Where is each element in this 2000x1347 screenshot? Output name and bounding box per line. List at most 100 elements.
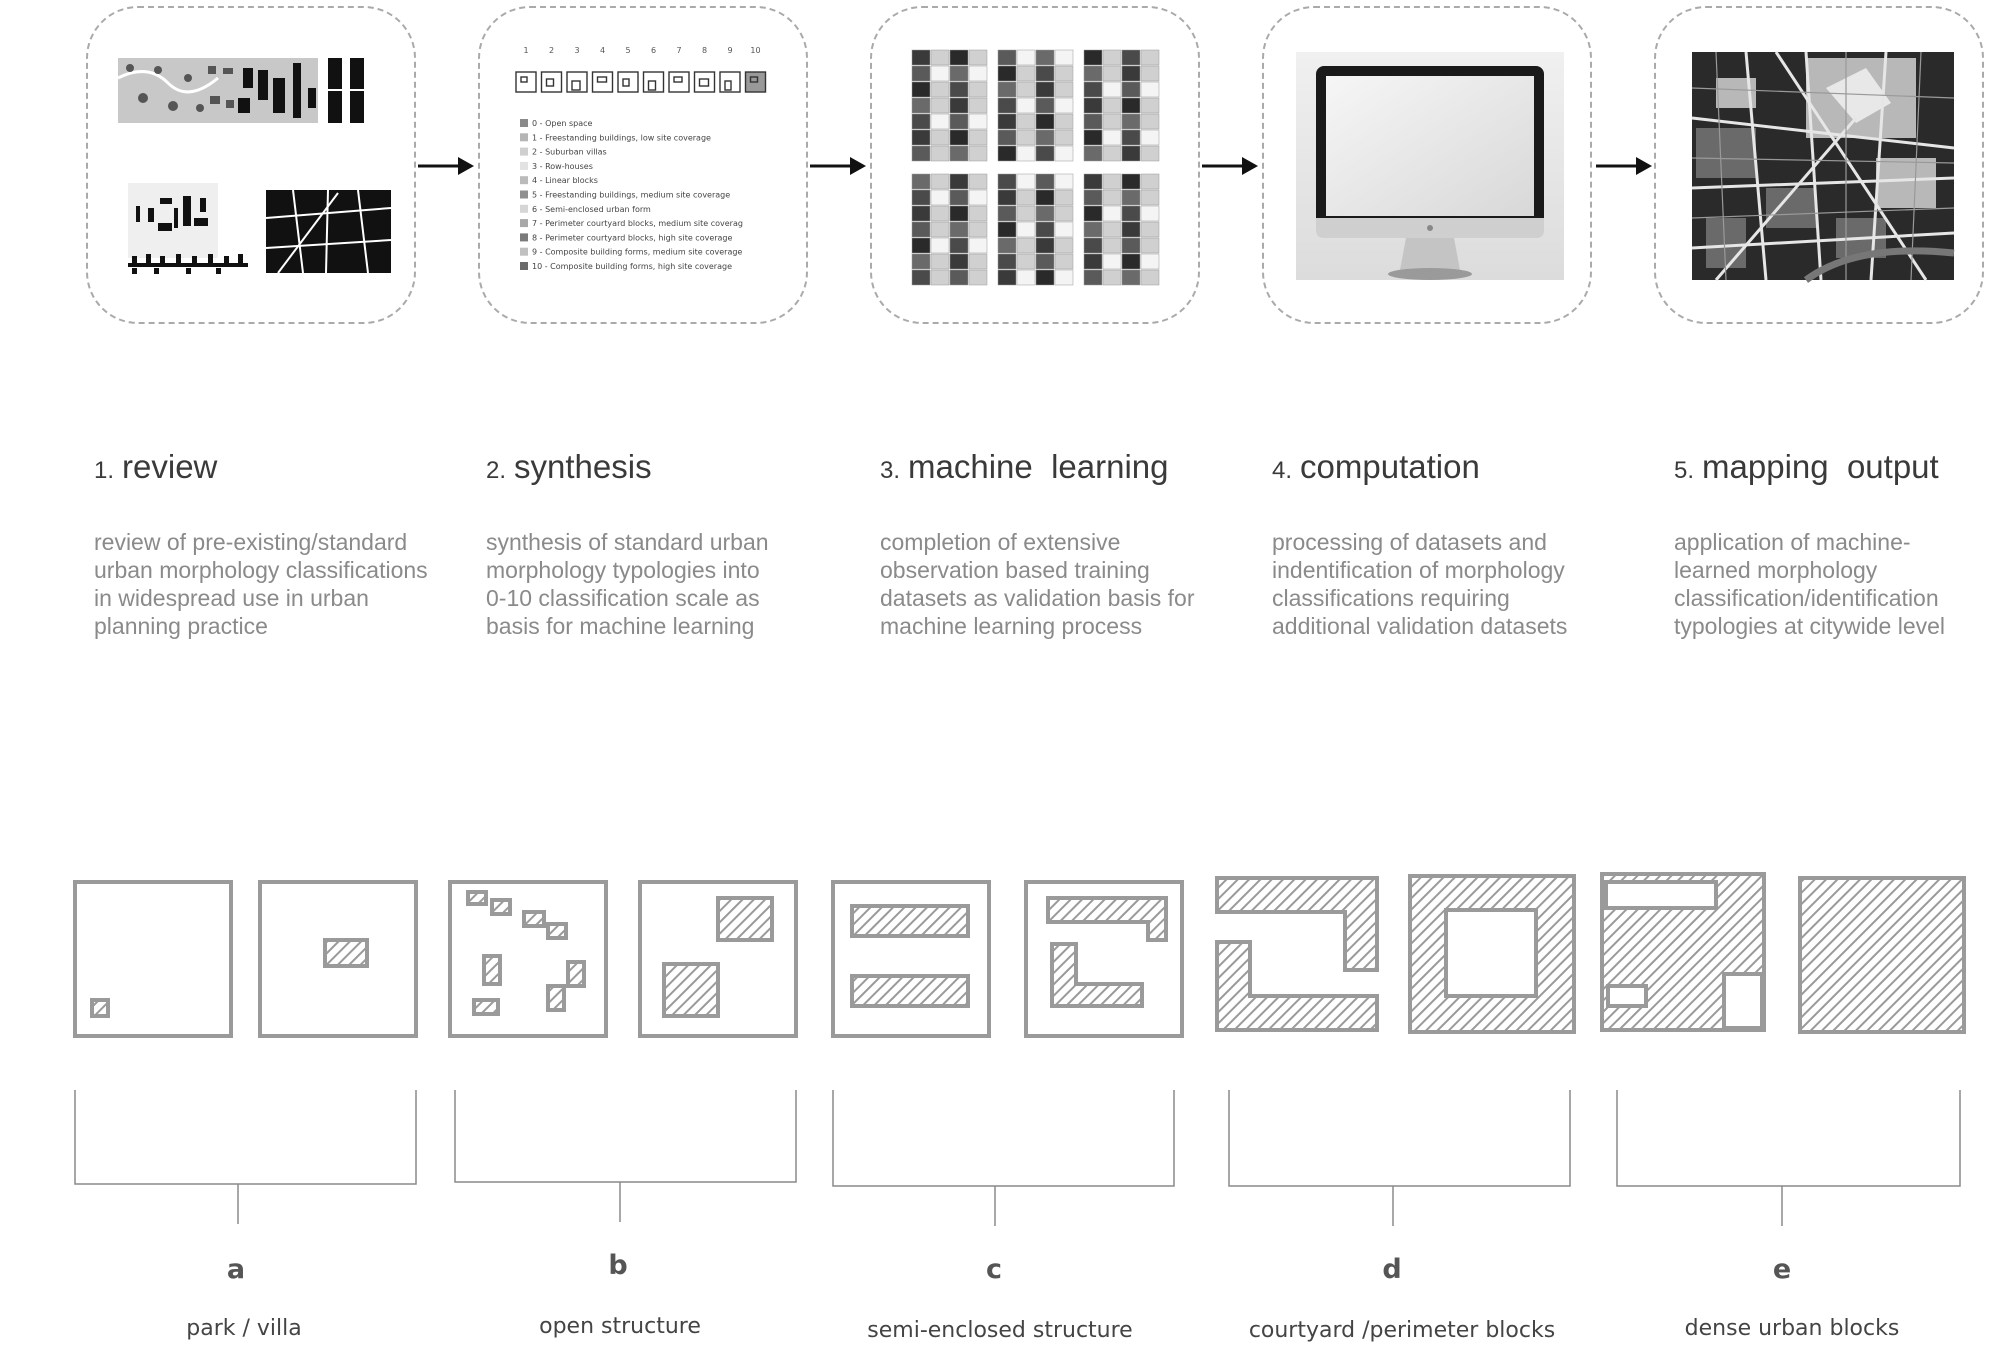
training-tile <box>1083 65 1103 82</box>
training-tile <box>1121 145 1141 162</box>
training-tile <box>949 97 969 114</box>
training-tile <box>1102 81 1122 98</box>
training-tile <box>930 205 950 222</box>
legend-entry: 0 - Open space <box>532 119 593 128</box>
training-tile <box>968 189 988 206</box>
legend-swatch <box>520 219 528 228</box>
training-tile <box>1140 65 1160 82</box>
training-tile <box>1016 113 1036 130</box>
training-tile <box>1102 189 1122 206</box>
training-tile <box>1083 97 1103 114</box>
training-tile <box>968 49 988 66</box>
training-tile <box>1016 97 1036 114</box>
scale-typology-box <box>540 71 563 93</box>
step-title-mapping-output: 5.mapping output <box>1674 448 1939 485</box>
legend-swatch <box>520 176 528 185</box>
step-title-review: 1.review <box>94 448 218 485</box>
training-tile <box>1140 81 1160 98</box>
training-tile <box>1102 173 1122 190</box>
review-maps-illustration <box>117 58 392 274</box>
training-tile <box>1016 205 1036 222</box>
training-tile <box>1054 269 1074 286</box>
training-tile <box>1035 189 1055 206</box>
training-tile <box>997 65 1017 82</box>
legend-swatch <box>520 147 528 156</box>
training-tile <box>949 145 969 162</box>
building-footprint <box>546 922 568 940</box>
training-tile <box>1083 237 1103 254</box>
training-tile <box>949 49 969 66</box>
legend-entry: 8 - Perimeter courtyard blocks, high sit… <box>532 233 733 242</box>
training-datasets-illustration <box>911 49 1160 286</box>
training-tile <box>1083 269 1103 286</box>
legend-swatch <box>520 204 528 213</box>
building-footprint <box>90 998 110 1018</box>
training-tile <box>911 49 931 66</box>
training-tile <box>997 205 1017 222</box>
building-footprint <box>850 904 970 938</box>
legend-swatch <box>520 262 528 270</box>
scale-typology-glyph <box>520 76 528 83</box>
legend-swatch <box>520 247 528 256</box>
training-tile <box>1102 269 1122 286</box>
scale-typology-glyph <box>596 76 608 83</box>
training-tile <box>1083 49 1103 66</box>
training-tile <box>911 129 931 146</box>
training-tile <box>1121 237 1141 254</box>
training-tile <box>1102 113 1122 130</box>
building-footprint <box>323 938 369 968</box>
scale-typology-box <box>668 71 690 93</box>
training-tile <box>1035 145 1055 162</box>
bracket-c <box>832 1090 1175 1187</box>
bracket-e <box>1616 1090 1961 1187</box>
training-tile <box>997 269 1017 286</box>
training-tile <box>911 173 931 190</box>
training-tile <box>968 145 988 162</box>
category-letter-e: e <box>1772 1254 1792 1285</box>
scale-typology-box <box>642 71 665 93</box>
training-tile <box>997 129 1017 146</box>
scale-number: 4 <box>600 46 605 55</box>
training-tile <box>1102 97 1122 114</box>
training-tile <box>930 145 950 162</box>
training-tile <box>1016 269 1036 286</box>
training-tile <box>1140 189 1160 206</box>
training-tile <box>1035 221 1055 238</box>
training-tile <box>1140 145 1160 162</box>
training-tile <box>1121 269 1141 286</box>
legend-swatch <box>520 161 528 170</box>
training-tile <box>997 49 1017 66</box>
training-tile <box>1083 129 1103 146</box>
category-brackets <box>74 1090 1961 1226</box>
scale-typology-glyph <box>545 78 555 87</box>
training-tile <box>1083 253 1103 270</box>
training-tile <box>1016 49 1036 66</box>
arrow-right-icon <box>810 157 866 175</box>
training-tile <box>911 269 931 286</box>
training-tile <box>1083 189 1103 206</box>
training-tile <box>1035 173 1055 190</box>
training-tile <box>968 129 988 146</box>
training-tile <box>949 253 969 270</box>
scale-number: 1 <box>523 46 528 55</box>
step-title-machine-learning: 3.machine learning <box>880 448 1169 485</box>
legend-entry: 3 - Row-houses <box>532 162 593 171</box>
typology-diagrams <box>73 872 1966 1038</box>
training-tile <box>968 269 988 286</box>
legend-swatch <box>520 133 528 142</box>
training-tile <box>997 113 1017 130</box>
training-tile <box>1102 221 1122 238</box>
scale-typology-box <box>566 71 588 93</box>
bracket-a <box>74 1090 417 1185</box>
training-tile <box>1121 81 1141 98</box>
scale-number: 8 <box>702 46 707 55</box>
training-tile <box>911 113 931 130</box>
building-footprint <box>1600 872 1766 1032</box>
training-tile <box>930 81 950 98</box>
training-tile <box>1035 129 1055 146</box>
training-tile <box>1083 205 1103 222</box>
training-tile <box>1054 189 1074 206</box>
training-tile <box>1054 65 1074 82</box>
training-tile <box>911 205 931 222</box>
